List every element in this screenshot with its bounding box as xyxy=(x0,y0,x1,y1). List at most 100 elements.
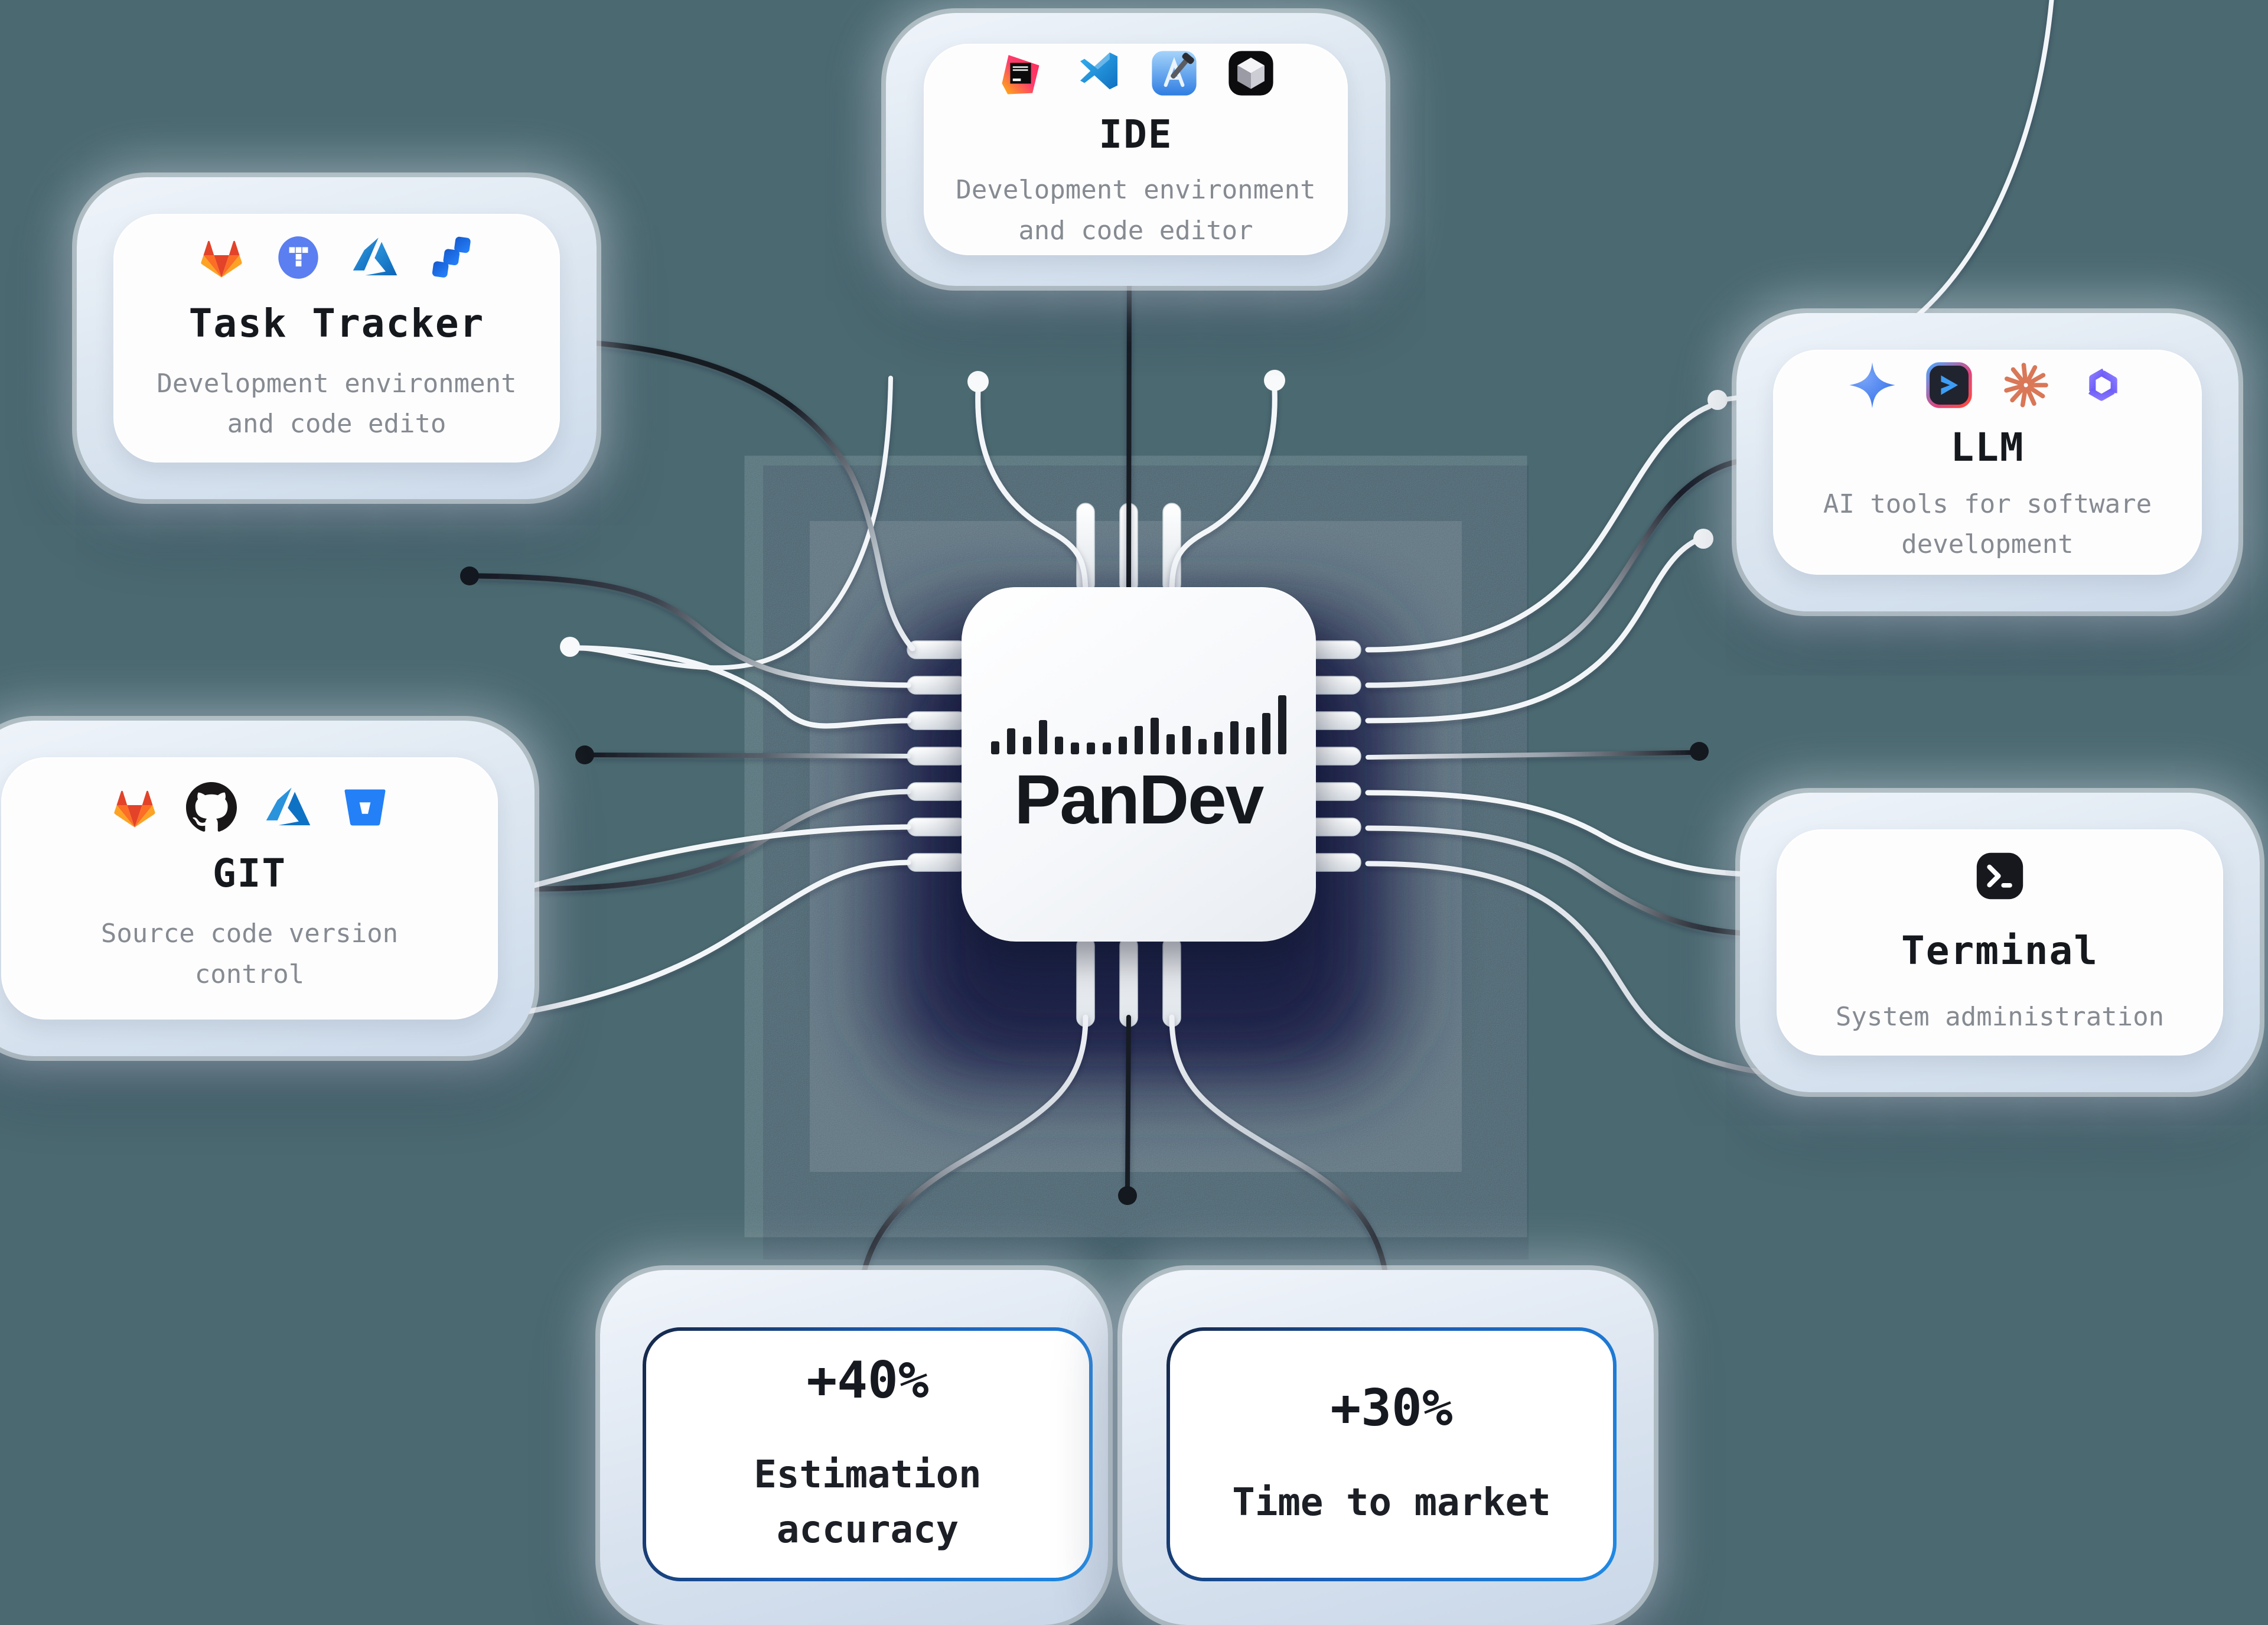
ide-subtitle: Development environment and code editor xyxy=(956,175,1316,246)
terminal-title: Terminal xyxy=(1901,927,2098,973)
chip-logo-bars xyxy=(991,694,1286,754)
wire-terminal xyxy=(1365,825,1775,937)
jetbrains-icon xyxy=(995,48,1046,99)
code-assistant-icon xyxy=(1924,360,1974,411)
dot-right-white-2 xyxy=(1693,529,1713,549)
wire-metric-estimation xyxy=(856,1014,1089,1312)
dot-top-right xyxy=(1264,370,1285,391)
chip-pin-left xyxy=(907,818,968,836)
yandex-tracker-icon xyxy=(273,232,324,283)
gemini-icon xyxy=(1847,360,1898,411)
ide-card: IDE Development environment and code edi… xyxy=(886,13,1386,286)
logo-bar xyxy=(1055,737,1063,754)
git-title: GIT xyxy=(212,851,287,897)
chip-pin-left xyxy=(907,676,968,695)
metric-estimation-value: +40% xyxy=(806,1351,929,1411)
wire-bottom-center xyxy=(1125,1015,1131,1188)
chip-pin-bottom xyxy=(1076,936,1095,1027)
logo-bar xyxy=(1198,739,1207,754)
metric-ttm-label: Time to market xyxy=(1232,1480,1551,1525)
git-icons xyxy=(109,782,390,833)
wire-right-1 xyxy=(1365,403,1712,653)
logo-bar xyxy=(1119,737,1127,754)
azure-icon xyxy=(350,232,400,283)
git-subtitle: Source code version control xyxy=(100,919,399,989)
wire-top-right xyxy=(1169,387,1278,600)
metric-ttm-card: +30% Time to market xyxy=(1166,1327,1617,1581)
gigachat-icon xyxy=(2077,360,2128,411)
dot-bottom-center xyxy=(1118,1186,1137,1205)
logo-bar xyxy=(1039,720,1047,754)
wire-right-3 xyxy=(1365,538,1698,724)
metric-estimation-label: Estimation accuracy xyxy=(754,1453,982,1552)
llm-subtitle: AI tools for software development xyxy=(1823,489,2152,559)
dot-left-dark-1 xyxy=(460,566,479,585)
chip-pin-left xyxy=(907,747,968,766)
ide-title: IDE xyxy=(1099,112,1173,158)
claude-icon xyxy=(2000,360,2051,411)
wire-right-4 xyxy=(1366,750,1693,760)
chip-pin-left xyxy=(907,711,968,730)
task-tracker-icons xyxy=(196,232,477,283)
git-card: GIT Source code version control xyxy=(0,721,535,1056)
logo-bar xyxy=(1230,721,1239,754)
llm-title: LLM xyxy=(1950,424,2025,470)
pandev-chip: PanDev xyxy=(962,587,1316,942)
logo-bar xyxy=(1214,732,1223,754)
terminal-icon xyxy=(1972,848,2028,904)
logo-bar xyxy=(1023,737,1031,754)
logo-bar xyxy=(1087,743,1095,754)
chip-pin-bottom xyxy=(1119,936,1138,1027)
task-tracker-title: Task Tracker xyxy=(188,300,485,346)
wire-terminal-top xyxy=(1365,790,1752,877)
logo-bar xyxy=(991,741,999,754)
logo-bar xyxy=(1278,695,1286,754)
dot-right-dark-1 xyxy=(1690,742,1709,761)
wire-llm xyxy=(1365,457,1771,688)
chip-pin-left xyxy=(907,640,968,659)
task-tracker-card: Task Tracker Development environment and… xyxy=(77,177,597,499)
wire-left-2 xyxy=(476,573,911,688)
wire-top-left xyxy=(975,388,1089,600)
logo-bar xyxy=(1135,726,1143,754)
jira-icon xyxy=(426,232,477,283)
dot-left-dark-2 xyxy=(575,745,594,764)
logo-bar xyxy=(1071,743,1079,754)
dot-left-white-1 xyxy=(560,637,580,657)
azure-icon xyxy=(263,782,314,833)
wire-metric-ttm xyxy=(1169,1014,1392,1312)
bitbucket-icon xyxy=(340,782,390,833)
wire-task-tracker xyxy=(568,338,915,652)
logo-bar xyxy=(1246,727,1254,754)
logo-bar xyxy=(1103,743,1111,754)
logo-bar xyxy=(1182,726,1191,754)
llm-card: LLM AI tools for software development xyxy=(1736,313,2238,611)
cursor-icon xyxy=(1226,48,1276,99)
wire-git xyxy=(520,789,911,892)
ide-icons xyxy=(995,48,1276,99)
gitlab-icon xyxy=(109,782,160,833)
llm-icons xyxy=(1847,360,2128,411)
terminal-subtitle: System administration xyxy=(1835,1001,2165,1032)
dot-right-white-1 xyxy=(1707,390,1728,410)
logo-bar xyxy=(1262,713,1270,754)
dot-top-left xyxy=(967,371,989,392)
terminal-icons xyxy=(1972,848,2028,904)
metric-estimation-card: +40% Estimation accuracy xyxy=(643,1327,1093,1581)
logo-bar xyxy=(1166,734,1175,754)
wire-decorative-topleft xyxy=(577,376,893,670)
chip-pin-bottom xyxy=(1162,936,1181,1027)
logo-bar xyxy=(1007,728,1015,754)
gitlab-icon xyxy=(196,232,247,283)
github-icon xyxy=(185,782,237,833)
xcode-icon xyxy=(1149,48,1200,99)
chip-pin-left xyxy=(907,853,968,872)
task-tracker-subtitle: Development environment and code edito xyxy=(157,368,517,439)
terminal-card: Terminal System administration xyxy=(1740,793,2260,1092)
logo-bar xyxy=(1151,718,1159,754)
metric-ttm-value: +30% xyxy=(1330,1378,1453,1438)
chip-brand: PanDev xyxy=(1014,761,1265,839)
wire-left-4 xyxy=(592,753,911,758)
chip-pin-left xyxy=(907,782,968,801)
